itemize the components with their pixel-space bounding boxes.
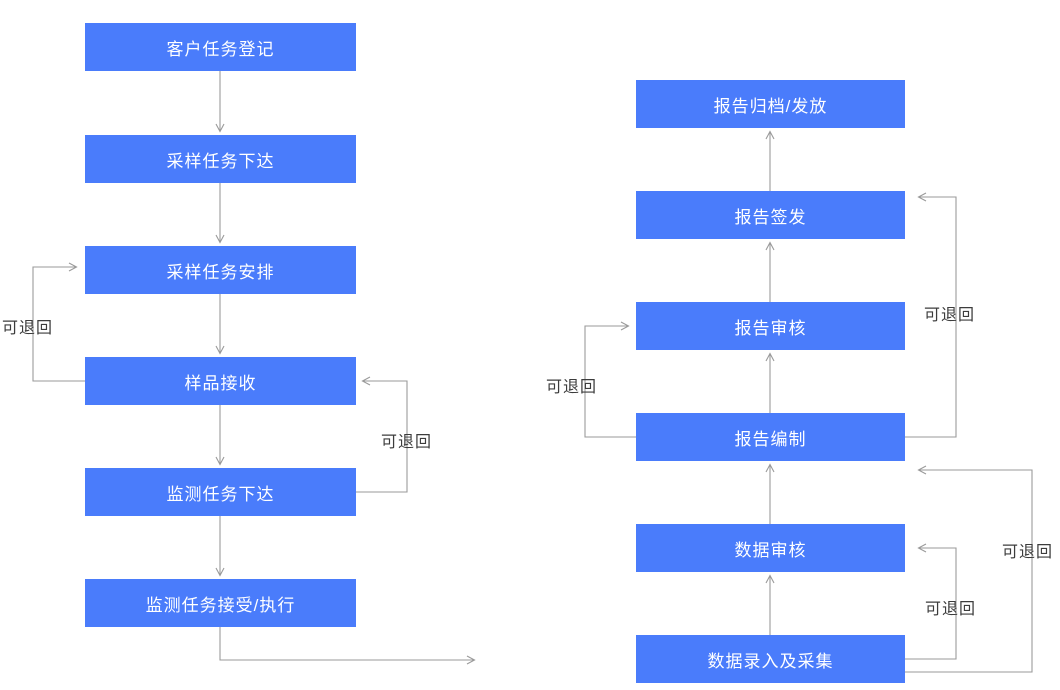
node-label: 监测任务接受/执行 bbox=[145, 595, 296, 615]
return-compilation-to-report-review bbox=[584, 321, 636, 438]
node-data-review[interactable]: 数据审核 bbox=[636, 524, 905, 572]
edge-label-return-left-sample: 可退回 bbox=[381, 434, 433, 451]
edge-label-return-left-sampling: 可退回 bbox=[2, 320, 54, 337]
node-report-review[interactable]: 报告审核 bbox=[636, 302, 905, 350]
node-sample-reception[interactable]: 样品接收 bbox=[85, 357, 356, 405]
flow-accept-to-right-column bbox=[219, 627, 476, 665]
edge-label-return-right-report: 可退回 bbox=[546, 379, 598, 396]
node-label: 数据录入及采集 bbox=[707, 651, 834, 671]
node-label: 采样任务安排 bbox=[166, 262, 275, 282]
edge-label-return-right-compile: 可退回 bbox=[1002, 544, 1054, 561]
node-label: 客户任务登记 bbox=[166, 39, 275, 59]
node-report-signing[interactable]: 报告签发 bbox=[636, 191, 905, 239]
node-report-archive-issue[interactable]: 报告归档/发放 bbox=[636, 80, 905, 128]
node-label: 监测任务下达 bbox=[166, 484, 275, 504]
node-label: 报告审核 bbox=[734, 318, 807, 338]
node-monitoring-task-accept[interactable]: 监测任务接受/执行 bbox=[85, 579, 356, 627]
edge-label-return-right-data: 可退回 bbox=[925, 601, 977, 618]
node-label: 报告归档/发放 bbox=[713, 96, 828, 116]
return-compilation-to-signing bbox=[905, 192, 957, 438]
node-report-compilation[interactable]: 报告编制 bbox=[636, 413, 905, 461]
edge-label-return-right-sign: 可退回 bbox=[924, 307, 976, 324]
return-reception-to-arrangement bbox=[32, 262, 85, 382]
node-label: 数据审核 bbox=[734, 540, 807, 560]
node-label: 样品接收 bbox=[184, 373, 257, 393]
node-data-entry-collect[interactable]: 数据录入及采集 bbox=[636, 635, 905, 683]
node-customer-task-registration[interactable]: 客户任务登记 bbox=[85, 23, 356, 71]
node-monitoring-task-issue[interactable]: 监测任务下达 bbox=[85, 468, 356, 516]
return-monitoring-issue-to-reception bbox=[356, 376, 408, 493]
node-label: 报告编制 bbox=[734, 429, 807, 449]
node-sampling-task-arrangement[interactable]: 采样任务安排 bbox=[85, 246, 356, 294]
return-data-entry-to-compilation bbox=[905, 465, 1033, 673]
node-sampling-task-issue[interactable]: 采样任务下达 bbox=[85, 135, 356, 183]
node-label: 报告签发 bbox=[734, 207, 807, 227]
node-label: 采样任务下达 bbox=[166, 151, 275, 171]
return-data-entry-to-data-review bbox=[905, 543, 957, 660]
